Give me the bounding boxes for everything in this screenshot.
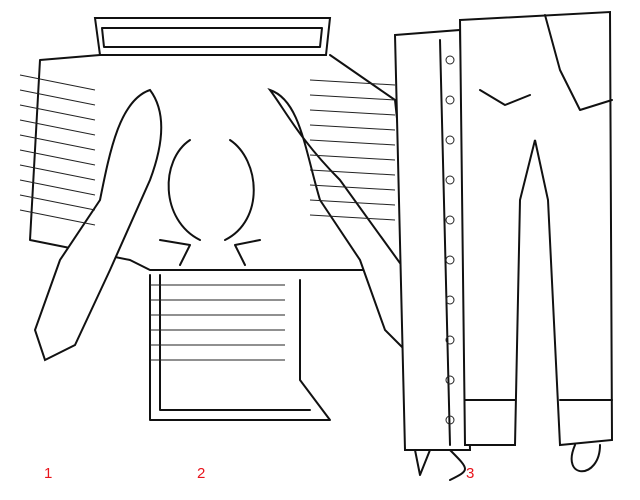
- frogging-rows: [19, 74, 396, 361]
- figure-label-2: 2: [197, 465, 206, 482]
- buttons-row: [445, 55, 455, 425]
- jacket-drawing: [19, 17, 422, 421]
- trousers-drawing: [393, 10, 614, 481]
- figure-label-1: 1: [44, 465, 53, 482]
- figure-label-3: 3: [466, 465, 475, 482]
